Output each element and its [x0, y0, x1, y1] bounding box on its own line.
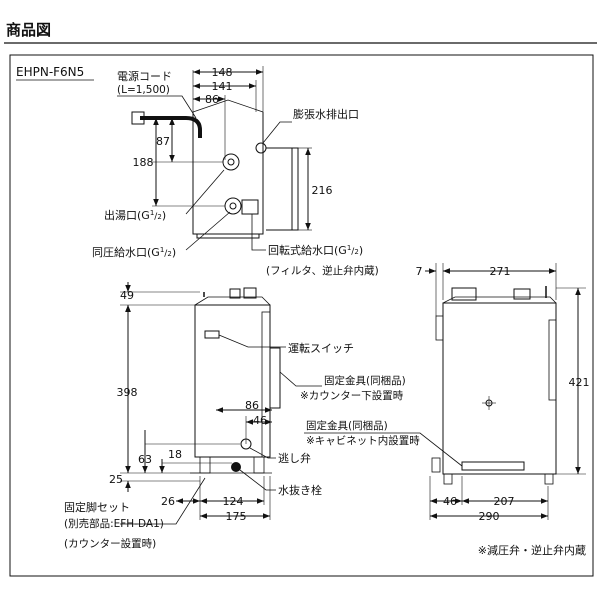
label-drain-plug: 水抜き栓	[278, 483, 322, 497]
leader-expansion	[262, 121, 292, 144]
drawing-frame	[9, 54, 594, 577]
drain-plug	[231, 462, 241, 472]
leader-rotary	[251, 214, 266, 251]
front-view-fitting-b	[243, 287, 257, 299]
front-view-bracket	[270, 347, 281, 409]
top-view-bracket	[266, 147, 293, 231]
top-view-top-edge	[192, 99, 264, 113]
dim-7: 7	[416, 265, 423, 278]
page-heading: 商品図	[6, 21, 51, 39]
front-view	[120, 282, 322, 525]
run-switch	[204, 330, 220, 339]
same-pressure-inlet-fitting	[224, 197, 242, 215]
side-view	[304, 263, 586, 520]
dim-49: 49	[120, 289, 134, 302]
dim-86-front: 86	[245, 399, 259, 412]
hot-water-outlet-center	[227, 158, 235, 166]
label-rotary-inlet: 回転式給水口(G1/2)	[268, 243, 363, 257]
dim-421: 421	[569, 376, 590, 389]
label-bracket-side: 固定金具(同梱品)	[306, 419, 388, 432]
dim-86-top: 86	[205, 93, 219, 106]
label-same-pressure-inlet: 同圧給水口(G1/2)	[92, 245, 176, 259]
dim-175: 175	[226, 510, 247, 523]
side-view-fitting-a	[451, 287, 477, 301]
top-view-bracket-plate	[291, 147, 299, 231]
label-run-switch: 運転スイッチ	[288, 342, 354, 355]
side-view-fitting-b	[513, 288, 531, 300]
dim-63: 63	[138, 453, 152, 466]
side-leg-left	[443, 473, 453, 485]
leader-relief-valve	[249, 447, 276, 459]
top-view-body	[192, 112, 264, 235]
label-leg-set: 固定脚セット	[64, 500, 130, 514]
label-bracket-front-note: ※カウンター下設置時	[300, 389, 404, 402]
label-rotary-inlet-note: (フィルタ、逆止弁内蔵)	[266, 264, 379, 277]
dim-271: 271	[490, 265, 511, 278]
side-view-side-panel	[548, 319, 557, 401]
side-view-back-bracket	[435, 315, 444, 341]
footnote: ※減圧弁・逆止弁内蔵	[478, 543, 586, 557]
side-view-body	[442, 302, 557, 475]
dim-188: 188	[133, 156, 154, 169]
dim-46-side: 46	[443, 495, 457, 508]
dim-207: 207	[494, 495, 515, 508]
front-view-body	[194, 304, 271, 458]
rotary-inlet-fitting	[241, 199, 259, 215]
label-leg-set-part: (別売部品:EFH-DA1)	[64, 517, 164, 530]
leader-same-pressure	[185, 211, 231, 251]
dim-141: 141	[212, 80, 233, 93]
dim-216: 216	[312, 184, 333, 197]
label-leg-set-note: (カウンター設置時)	[64, 537, 156, 550]
leader-leg-set	[120, 477, 206, 525]
dim-148: 148	[212, 66, 233, 79]
model-label: EHPN-F6N5	[16, 65, 84, 79]
dim-18: 18	[168, 448, 182, 461]
dim-124: 124	[223, 495, 244, 508]
leader-hot-outlet	[185, 169, 225, 215]
expansion-outlet-fitting	[255, 142, 267, 154]
label-power-cord: 電源コード	[117, 69, 172, 83]
power-cord	[140, 116, 202, 138]
front-view-side-panel	[261, 311, 271, 458]
front-leg-left	[199, 456, 211, 474]
side-view-bracket-end	[431, 457, 441, 473]
top-view	[117, 66, 312, 251]
label-bracket-side-note: ※キャビネット内設置時	[306, 434, 420, 447]
power-plug	[131, 111, 145, 125]
front-leg-right	[253, 456, 265, 474]
leader-bracket-side	[304, 432, 463, 467]
leader-bracket-front	[279, 371, 322, 387]
label-relief-valve: 逃し弁	[278, 451, 311, 465]
dim-46-front: 46	[253, 414, 267, 427]
side-view-bottom-bracket	[461, 461, 525, 471]
label-hot-water-outlet: 出湯口(G1/2)	[104, 208, 166, 222]
front-view-fitting-a	[229, 288, 241, 299]
dim-87: 87	[156, 135, 170, 148]
dim-25: 25	[109, 473, 123, 486]
label-expansion-outlet: 膨張水排出口	[293, 107, 359, 121]
same-pressure-inlet-center	[229, 202, 237, 210]
hot-water-outlet-fitting	[222, 153, 240, 171]
top-view-base	[196, 233, 260, 239]
leader-run-switch	[218, 334, 286, 348]
leader-power-cord	[117, 95, 197, 119]
leader-drain-plug	[239, 469, 276, 491]
side-view-top	[442, 296, 557, 304]
dim-26: 26	[161, 495, 175, 508]
dim-290: 290	[479, 510, 500, 523]
label-bracket-front: 固定金具(同梱品)	[324, 374, 406, 387]
label-power-cord-length: (L=1,500)	[117, 84, 170, 96]
side-leg-right	[544, 473, 554, 485]
front-view-top	[194, 296, 271, 306]
dim-398: 398	[117, 386, 138, 399]
